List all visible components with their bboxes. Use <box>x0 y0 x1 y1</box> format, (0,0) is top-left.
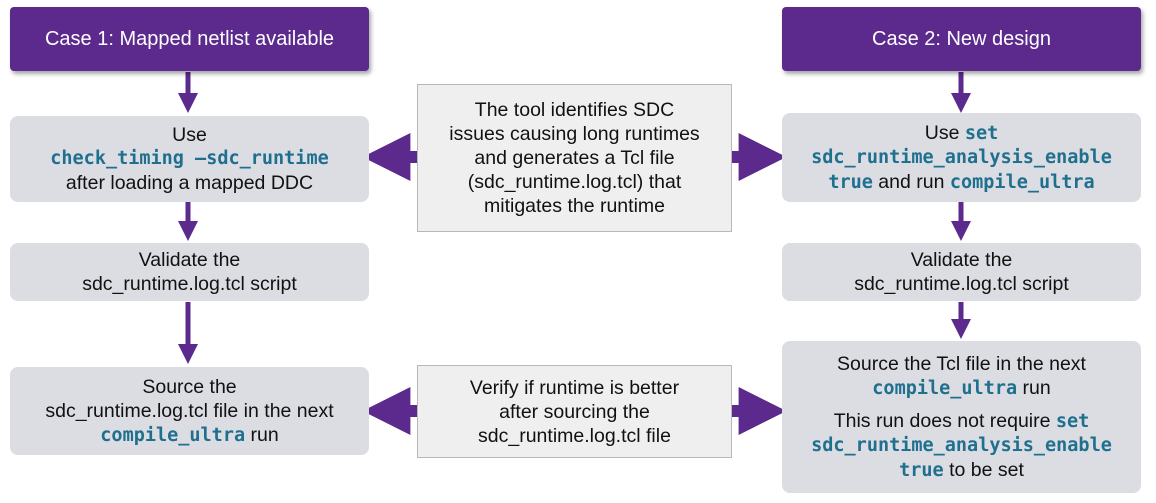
case2-header-text: Case 2: New design <box>872 28 1051 50</box>
case1-step1-command: check_timing –sdc_runtime <box>50 148 329 169</box>
case2-step3-line3: This run does not require <box>833 409 1056 432</box>
note-top-line4: (sdc_runtime.log.tcl) that <box>467 171 682 193</box>
case2-step3-variable: sdc_runtime_analysis_enable <box>811 434 1112 456</box>
note-tool-identifies-issues: The tool identifies SDC issues causing l… <box>417 84 732 232</box>
case1-step3-line2: sdc_runtime.log.tcl file in the next <box>45 399 334 422</box>
case1-step-source: Source the sdc_runtime.log.tcl file in t… <box>10 367 369 455</box>
case2-step3-true: true <box>899 459 944 481</box>
case1-step2-line1: Validate the <box>138 249 241 271</box>
case2-step1-mid: and run <box>872 170 950 193</box>
case2-step1-compile-ultra: compile_ultra <box>949 171 1095 193</box>
note-bottom-line1: Verify if runtime is better <box>469 376 680 399</box>
case1-step1-line3: after loading a mapped DDC <box>65 172 314 194</box>
case1-step-use-check-timing: Use check_timing –sdc_runtime after load… <box>10 116 369 202</box>
case2-step3-suffix2: to be set <box>943 458 1024 481</box>
case2-step2-line1: Validate the <box>910 249 1013 271</box>
case1-header-text: Case 1: Mapped netlist available <box>44 28 335 50</box>
note-top-line3: and generates a Tcl file <box>474 147 675 169</box>
case2-header: Case 2: New design <box>782 7 1141 71</box>
case1-step3-command: compile_ultra <box>100 424 246 446</box>
note-verify-runtime: Verify if runtime is better after sourci… <box>417 365 732 458</box>
note-top-line2: issues causing long runtimes <box>449 123 700 145</box>
case2-step-validate: Validate the sdc_runtime.log.tcl script <box>782 243 1141 301</box>
case2-step1-set: set <box>964 122 999 144</box>
case2-step3-suffix1: run <box>1017 376 1051 399</box>
case2-step1-prefix: Use <box>924 121 965 144</box>
case2-step3-line1: Source the Tcl file in the next <box>837 352 1086 375</box>
case1-header: Case 1: Mapped netlist available <box>10 7 369 71</box>
note-top-line5: mitigates the runtime <box>484 195 665 217</box>
case2-step-source: Source the Tcl file in the next compile_… <box>782 341 1141 493</box>
case1-step1-line1: Use <box>172 124 207 146</box>
note-top-line1: The tool identifies SDC <box>474 99 675 121</box>
note-bottom-line3: sdc_runtime.log.tcl file <box>478 424 671 447</box>
case2-step3-compile-ultra: compile_ultra <box>872 377 1018 399</box>
case1-step3-line1: Source the <box>142 375 237 398</box>
note-bottom-line2: after sourcing the <box>499 400 650 423</box>
case2-step2-line2: sdc_runtime.log.tcl script <box>854 273 1069 295</box>
case1-step-validate: Validate the sdc_runtime.log.tcl script <box>10 243 369 301</box>
case1-step3-suffix: run <box>245 423 279 446</box>
case2-step-use-set: Use set sdc_runtime_analysis_enable true… <box>782 113 1141 202</box>
case2-step1-variable: sdc_runtime_analysis_enable <box>811 146 1112 168</box>
case2-step3-set: set <box>1055 410 1090 432</box>
case1-step2-line2: sdc_runtime.log.tcl script <box>82 273 297 295</box>
case2-step1-true: true <box>828 171 873 193</box>
